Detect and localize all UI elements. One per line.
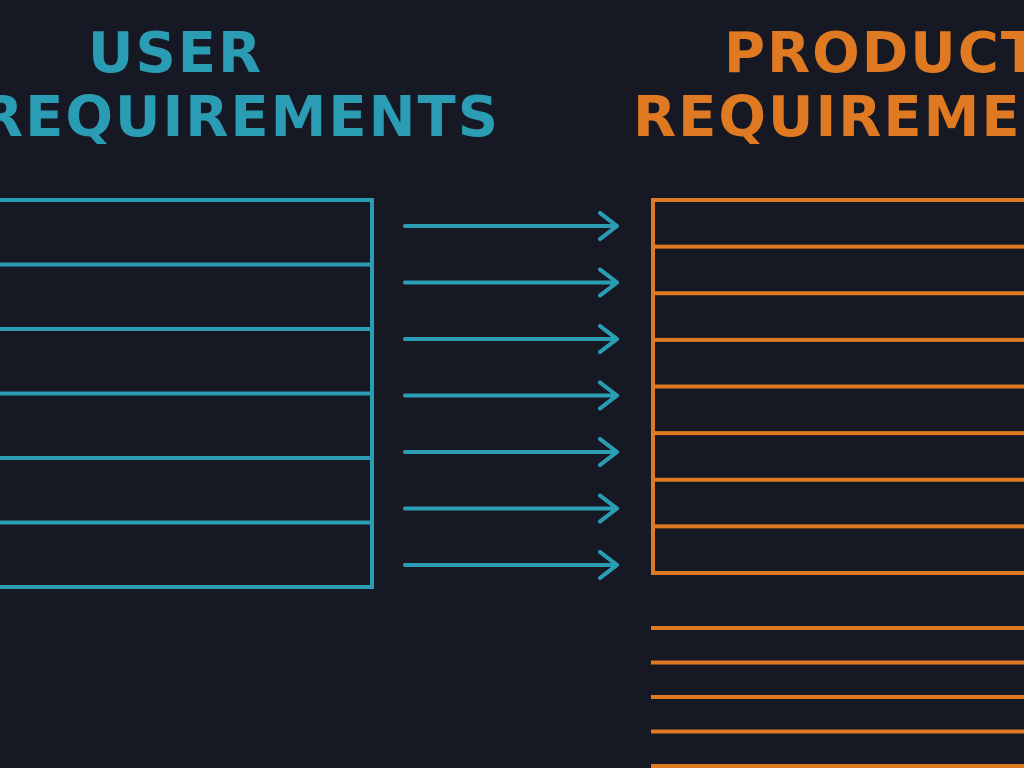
arrow-head <box>598 380 619 411</box>
user-requirements-title-line1: USER <box>88 21 264 86</box>
product-requirements-title-line1: PRODUCT <box>724 21 1024 86</box>
mapping-arrow <box>403 267 619 298</box>
mapping-arrow <box>403 211 619 241</box>
mapping-arrow <box>403 493 619 524</box>
mapping-arrows <box>403 211 619 580</box>
user-requirements-table <box>0 198 374 589</box>
arrow-head <box>598 437 619 467</box>
arrow-head <box>598 267 619 298</box>
arrow-head <box>598 493 619 524</box>
user-requirements-title-line2: REQUIREMENTS <box>0 85 501 150</box>
mapping-arrow <box>403 437 619 467</box>
arrow-head <box>598 211 619 241</box>
mapping-arrow <box>403 324 619 354</box>
mapping-arrow <box>403 380 619 411</box>
product-requirements-title-line2: REQUIREMENTS <box>633 85 1024 150</box>
product-requirements-extra-lines <box>651 626 1024 768</box>
arrow-head <box>598 550 619 580</box>
mapping-arrow <box>403 550 619 580</box>
product-requirements-table <box>651 198 1024 575</box>
arrow-head <box>598 324 619 354</box>
